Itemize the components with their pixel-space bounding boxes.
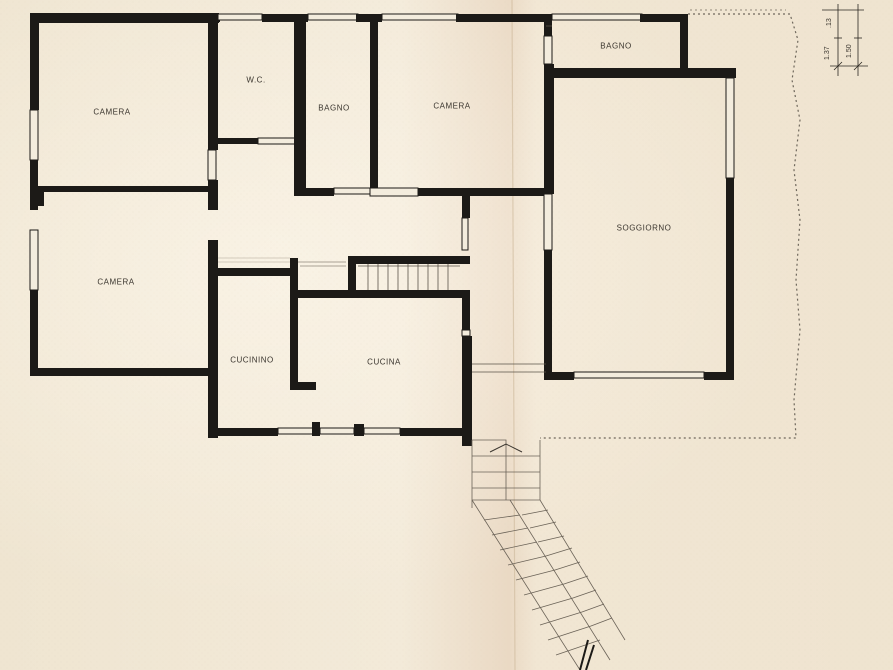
room-label-cucina: CUCINA bbox=[367, 357, 401, 367]
dimension-lines bbox=[822, 4, 868, 76]
terrace-boundary bbox=[540, 9, 801, 439]
dimension-label-a: 1.37 bbox=[824, 46, 831, 60]
cucinino-grid bbox=[218, 257, 290, 263]
room-label-bagno-center: BAGNO bbox=[318, 103, 350, 113]
room-label-camera-bottom-left: CAMERA bbox=[97, 277, 135, 287]
exterior-staircase bbox=[471, 439, 626, 670]
interior-staircase bbox=[298, 261, 460, 290]
room-label-soggiorno: SOGGIORNO bbox=[616, 223, 672, 233]
thin-lines bbox=[472, 25, 552, 373]
room-label-cucinino: CUCININO bbox=[230, 355, 274, 365]
room-label-camera-top-left: CAMERA bbox=[93, 107, 131, 117]
paper-fold bbox=[511, 0, 516, 670]
room-label-camera-center: CAMERA bbox=[433, 101, 471, 111]
dimension-label-c: 1.50 bbox=[846, 44, 853, 58]
walls bbox=[29, 13, 736, 446]
room-label-bagno-top-right: BAGNO bbox=[600, 41, 632, 51]
room-label-wc: W.C. bbox=[246, 75, 266, 85]
dimension-label-b: .13 bbox=[826, 18, 833, 28]
